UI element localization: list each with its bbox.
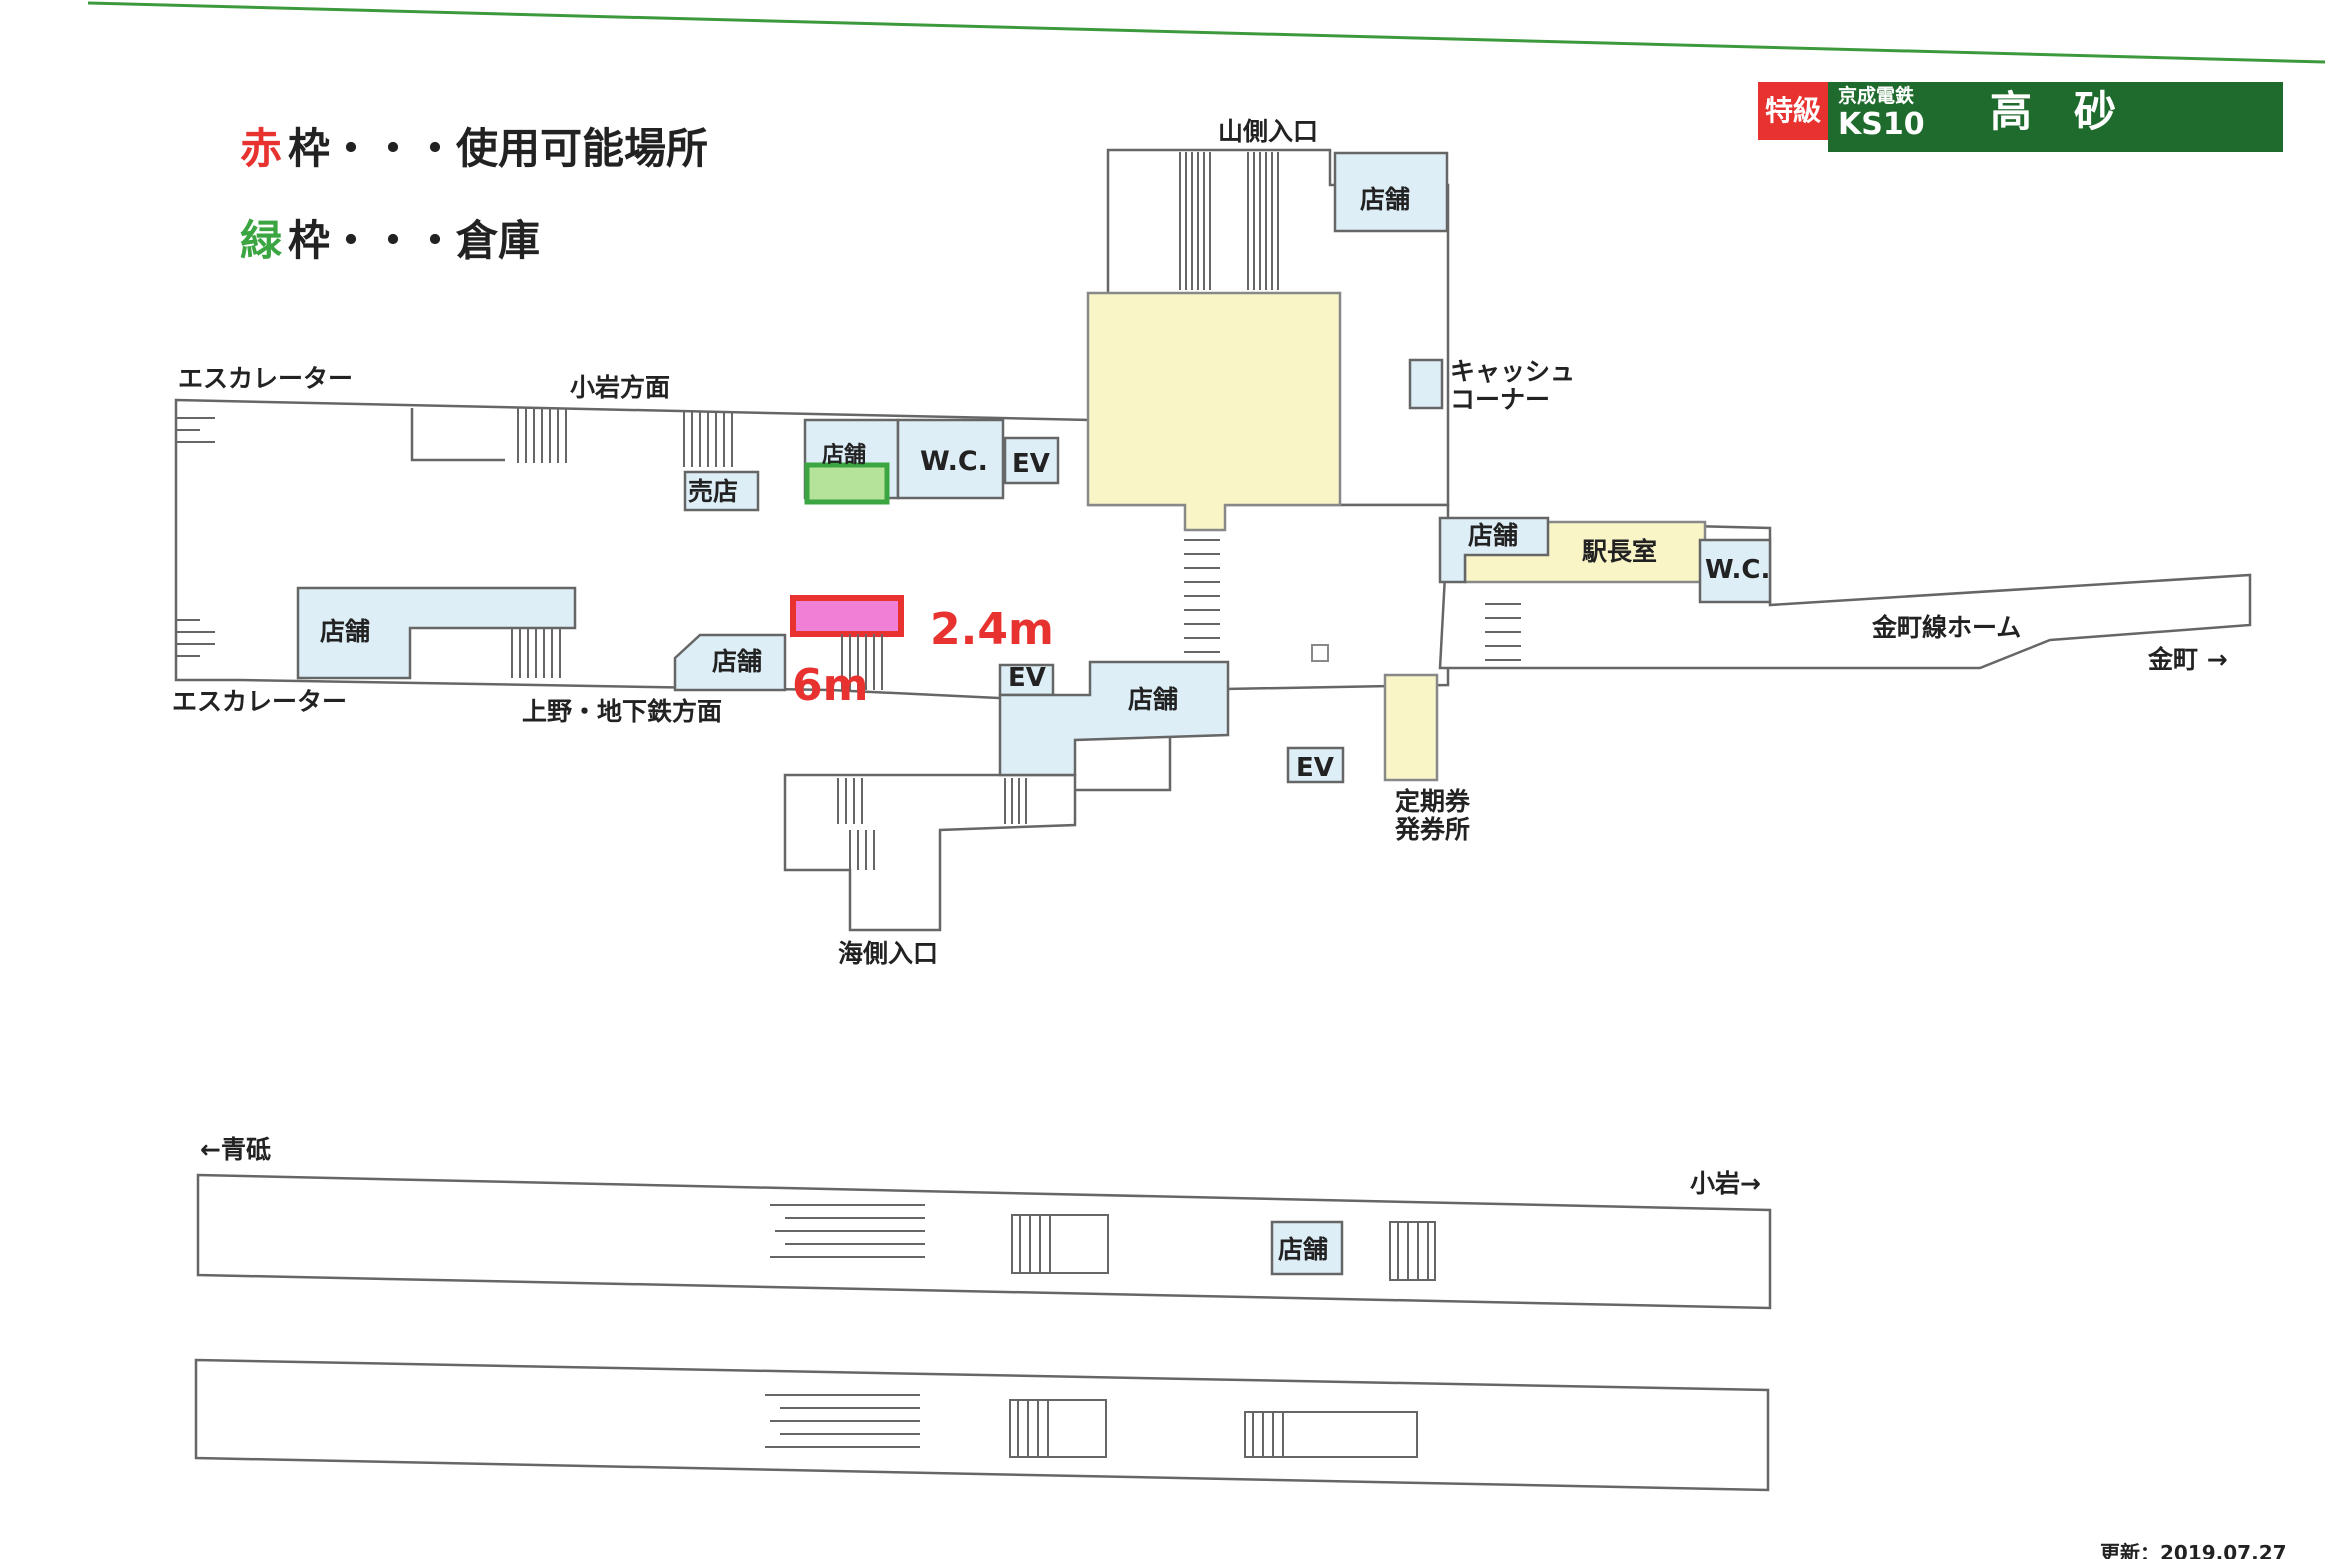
- label-shop-storage: 店舗: [822, 442, 866, 468]
- platforms: ←青砥 小岩→ 店舗: [194, 1135, 1772, 1492]
- label-shop-southeast: 店舗: [1128, 685, 1178, 714]
- label-escalator-top: エスカレーター: [178, 364, 353, 393]
- legend-red-char: 赤: [240, 124, 282, 173]
- shop-stationmaster: [1438, 516, 1550, 584]
- company-name: 京成電鉄: [1838, 84, 1914, 107]
- label-shop-south-center: 店舗: [712, 647, 762, 676]
- wc-east: [1698, 538, 1772, 604]
- escalators: [176, 417, 215, 657]
- express-badge: 特級: [1765, 94, 1821, 127]
- label-ev-south: EV: [1008, 663, 1046, 693]
- kiosk: [683, 470, 760, 512]
- label-escalator-bottom: エスカレーター: [172, 687, 347, 716]
- ev-west: [1003, 436, 1060, 485]
- legend: 赤 枠・・・使用可能場所 緑 枠・・・倉庫: [240, 124, 708, 265]
- label-yamagawa-entrance: 山側入口: [1218, 117, 1318, 146]
- legend-green-text: 枠・・・倉庫: [288, 216, 540, 265]
- label-commuter-ticket-1: 定期券: [1395, 787, 1471, 816]
- label-ueno-direction: 上野・地下鉄方面: [522, 697, 722, 726]
- footer-updated: 更新：2019.07.27: [2100, 1541, 2287, 1559]
- label-cash-corner-2: コーナー: [1450, 385, 1550, 414]
- label-kanamachi-arrow: 金町 →: [2147, 645, 2228, 674]
- legend-green-char: 緑: [240, 216, 283, 265]
- platform-2: [194, 1358, 1770, 1492]
- storage-space: [804, 462, 890, 505]
- label-platform-shop: 店舗: [1278, 1235, 1328, 1264]
- label-koiwa-direction: 小岩方面: [570, 373, 670, 402]
- cash-corner: [1408, 358, 1444, 410]
- station-name: 高 砂: [1990, 87, 2116, 136]
- label-aoto: ←青砥: [200, 1135, 271, 1164]
- platform-shop: [1270, 1220, 1344, 1276]
- label-cash-corner-1: キャッシュ: [1450, 357, 1575, 386]
- wc-west: [896, 418, 1005, 500]
- station-header: 特級 京成電鉄 KS10 高 砂: [1758, 82, 2283, 152]
- commuter-ticket-office: [1383, 673, 1439, 782]
- label-commuter-ticket-2: 発券所: [1394, 815, 1470, 844]
- label-ev-west: EV: [1012, 449, 1050, 479]
- label-shop-stationmaster: 店舗: [1468, 521, 1518, 550]
- legend-red-text: 枠・・・使用可能場所: [288, 124, 708, 173]
- label-usable-length: 6m: [792, 660, 868, 711]
- label-usable-width: 2.4m: [930, 604, 1054, 655]
- ev-east: [1286, 746, 1345, 784]
- shop-southeast: [998, 660, 1230, 777]
- concourse-plan: [174, 148, 2252, 932]
- label-wc-west: W.C.: [920, 446, 988, 477]
- label-umigawa-entrance: 海側入口: [838, 939, 938, 968]
- central-hall: [1086, 291, 1342, 532]
- header-rule: [87, 1, 2326, 64]
- label-shop-southwest: 店舗: [320, 617, 370, 646]
- shop-southwest: [296, 586, 577, 680]
- label-wc-east: W.C.: [1705, 555, 1770, 585]
- label-kanamachi-platform: 金町線ホーム: [1871, 613, 2021, 642]
- concourse-labels: 山側入口 店舗 キャッシュ コーナー エスカレーター 小岩方面 店舗 W.C. …: [172, 117, 2228, 968]
- station-code: KS10: [1838, 107, 1925, 142]
- shop-north: [1333, 151, 1449, 233]
- platform-1: [196, 1173, 1772, 1310]
- label-koiwa: 小岩→: [1690, 1169, 1761, 1198]
- label-kiosk: 売店: [688, 477, 738, 506]
- label-stationmaster-office: 駅長室: [1582, 537, 1657, 566]
- stairs: [511, 152, 1521, 870]
- usable-ad-space: [790, 595, 904, 637]
- shop-south-center: [673, 633, 787, 692]
- label-shop-north: 店舗: [1360, 185, 1410, 214]
- label-ev-east: EV: [1296, 753, 1334, 783]
